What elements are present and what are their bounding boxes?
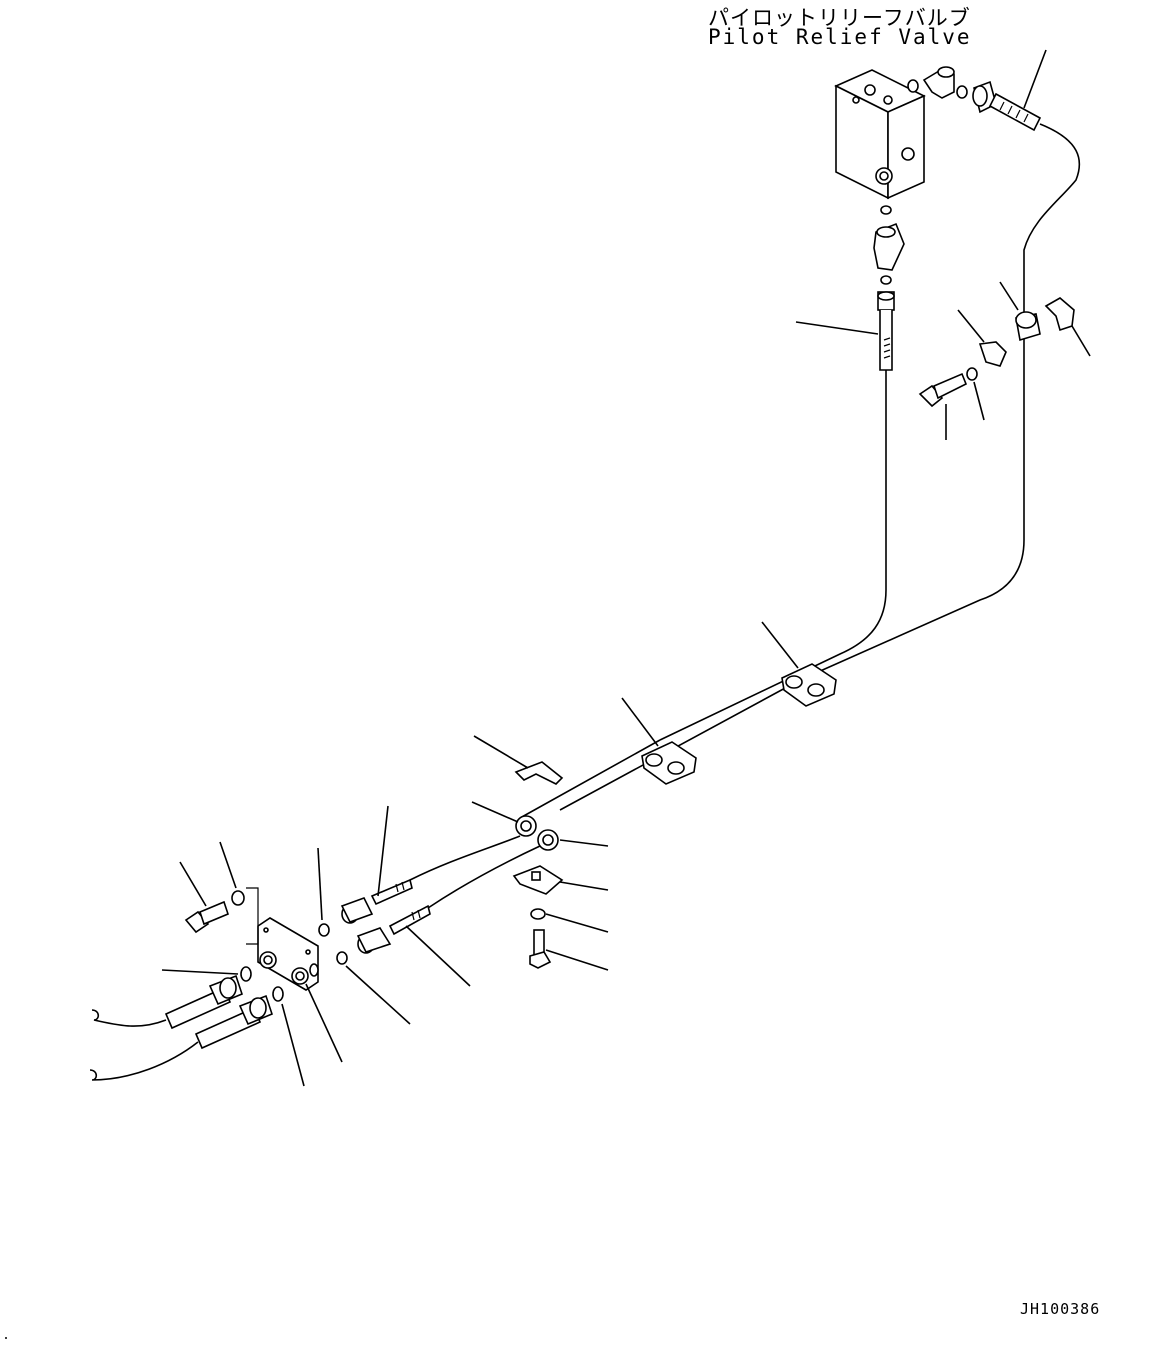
edge-dot: [5, 1337, 7, 1339]
leader-line: [999, 281, 1019, 311]
hose-ends-left: [89, 974, 273, 1081]
grommets: [515, 815, 559, 851]
bolt-washer-left: [184, 890, 245, 934]
leader-line: [161, 969, 239, 975]
leader-line: [345, 965, 411, 1025]
hose-right: [799, 123, 1081, 681]
clip-top: [514, 761, 564, 785]
hose-vertical: [659, 291, 895, 741]
leader-line: [473, 735, 529, 769]
drawing-code: JH100386: [1020, 1300, 1101, 1318]
elbow-fitting: [907, 66, 968, 99]
valve-outlet-fitting: [873, 205, 905, 285]
leader-line: [179, 861, 207, 907]
mounting-plate: [257, 917, 319, 991]
washer-bolt-center: [529, 908, 552, 969]
hose-lower-left: [519, 679, 801, 819]
twin-clamp-upper: [781, 663, 837, 707]
leader-line: [559, 839, 609, 847]
leader-line: [471, 801, 519, 823]
callout-label-english: Pilot Relief Valve: [708, 25, 972, 49]
leader-line: [957, 309, 985, 343]
leader-line: [973, 381, 985, 421]
hose-end-upper: [972, 80, 1042, 132]
grommet-clip: [1015, 297, 1075, 342]
leader-line: [1023, 49, 1047, 109]
leader-line: [559, 881, 609, 891]
leader-line: [281, 1003, 305, 1087]
bracket-line: [246, 887, 259, 945]
leader-line: [377, 805, 389, 897]
leader-line: [795, 321, 879, 335]
leader-line: [219, 841, 237, 889]
leader-line: [405, 925, 471, 987]
o-rings: [240, 923, 348, 1002]
leader-line: [1071, 325, 1091, 357]
leader-line: [305, 983, 343, 1063]
bracket-bolt-assembly: [918, 341, 1007, 408]
pilot-relief-valve-block: [834, 69, 926, 200]
hose-ends-to-plate: [340, 835, 541, 954]
clip-bottom: [512, 865, 564, 895]
leader-line: [621, 697, 659, 747]
leader-line: [545, 913, 609, 933]
leader-line: [545, 949, 609, 971]
twin-clamp-middle: [641, 741, 697, 785]
leader-line: [317, 847, 323, 921]
leader-line: [761, 621, 799, 669]
callout-label-japanese: パイロットリリーフバルブ: [708, 6, 971, 30]
